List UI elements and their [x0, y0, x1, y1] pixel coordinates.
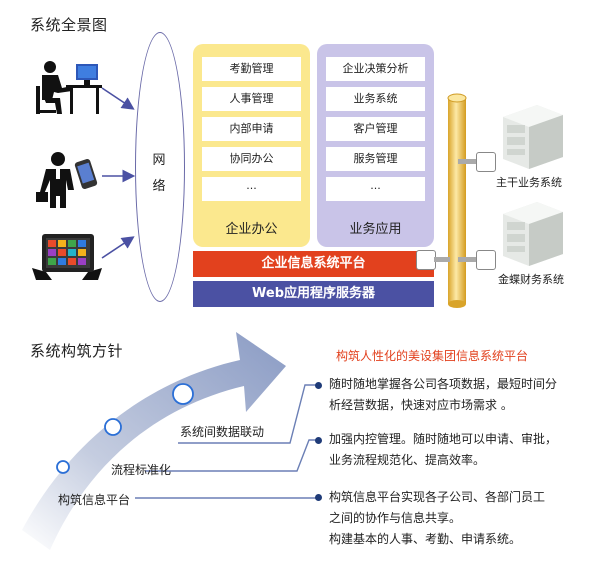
web-server-bar: Web应用程序服务器: [193, 281, 434, 307]
app-item-decision-analysis: 企业决策分析: [326, 57, 425, 81]
server-icon: [503, 105, 563, 169]
app-item-more: ···: [326, 177, 425, 201]
finance-system-label: 金蝶财务系统: [498, 273, 564, 286]
section-title-strategy: 系统构筑方针: [30, 342, 124, 360]
office-item-hr: 人事管理: [202, 87, 301, 111]
server-icon: [503, 202, 563, 266]
point-bullet: [315, 437, 322, 444]
office-item-internal-request: 内部申请: [202, 117, 301, 141]
point-line: 加强内控管理。随时随地可以申请、审批，: [329, 432, 558, 446]
enterprise-office-panel: 考勤管理 人事管理 内部申请 协同办公 ··· 企业办公: [193, 44, 310, 247]
connector-platform-pipe: [416, 250, 450, 270]
office-item-collaboration: 协同办公: [202, 147, 301, 171]
app-item-customer-mgmt: 客户管理: [326, 117, 425, 141]
point-line: 随时随地掌握各公司各项数据，最短时间分: [329, 377, 558, 391]
platform-bar: 企业信息系统平台: [193, 251, 434, 277]
point-line: 构筑信息平台实现各子公司、各部门员工: [329, 490, 546, 504]
business-app-caption: 业务应用: [349, 222, 402, 237]
point-info-platform: 构筑信息平台实现各子公司、各部门员工 之间的协作与信息共享。 构建基本的人事、考…: [329, 487, 545, 550]
point-internal-control: 加强内控管理。随时随地可以申请、审批， 业务流程规范化、提高效率。: [329, 429, 557, 471]
tablet-user-icon: [32, 234, 102, 280]
point-line: 之间的协作与信息共享。: [329, 511, 462, 525]
office-item-attendance: 考勤管理: [202, 57, 301, 81]
section-title-overview: 系统全景图: [30, 16, 108, 34]
point-bullet: [315, 382, 322, 389]
main-business-system-label: 主干业务系统: [496, 176, 562, 189]
office-item-more: ···: [202, 177, 301, 201]
network-label: 网 络: [149, 148, 169, 200]
network-label-char-2: 络: [152, 179, 166, 194]
step-process-standardization: 流程标准化: [111, 463, 172, 477]
integration-pipe: [447, 93, 467, 308]
point-bullet: [315, 494, 322, 501]
step-data-linkage: 系统间数据联动: [180, 425, 265, 439]
app-item-service-mgmt: 服务管理: [326, 147, 425, 171]
user-arrows: [101, 87, 136, 259]
point-data-mastery: 随时随地掌握各公司各项数据，最短时间分 析经营数据，快速对应市场需求 。: [329, 374, 557, 416]
business-app-panel: 企业决策分析 业务系统 客户管理 服务管理 ··· 业务应用: [317, 44, 434, 247]
connector-pipe-main-server: [458, 152, 498, 172]
network-label-char-1: 网: [152, 153, 166, 168]
growth-arrow-graphic: [22, 332, 316, 550]
mobile-user-icon: [36, 152, 98, 208]
step-build-platform: 构筑信息平台: [58, 493, 131, 507]
point-line: 析经营数据，快速对应市场需求 。: [329, 398, 513, 412]
app-item-business-system: 业务系统: [326, 87, 425, 111]
network-oval: [135, 32, 185, 302]
desktop-user-icon: [36, 61, 102, 114]
goal-title: 构筑人性化的美设集团信息系统平台: [336, 349, 529, 363]
point-line: 构建基本的人事、考勤、申请系统。: [329, 532, 522, 546]
enterprise-office-caption: 企业办公: [225, 222, 278, 237]
point-line: 业务流程规范化、提高效率。: [329, 453, 486, 467]
connector-pipe-finance-server: [458, 250, 498, 270]
